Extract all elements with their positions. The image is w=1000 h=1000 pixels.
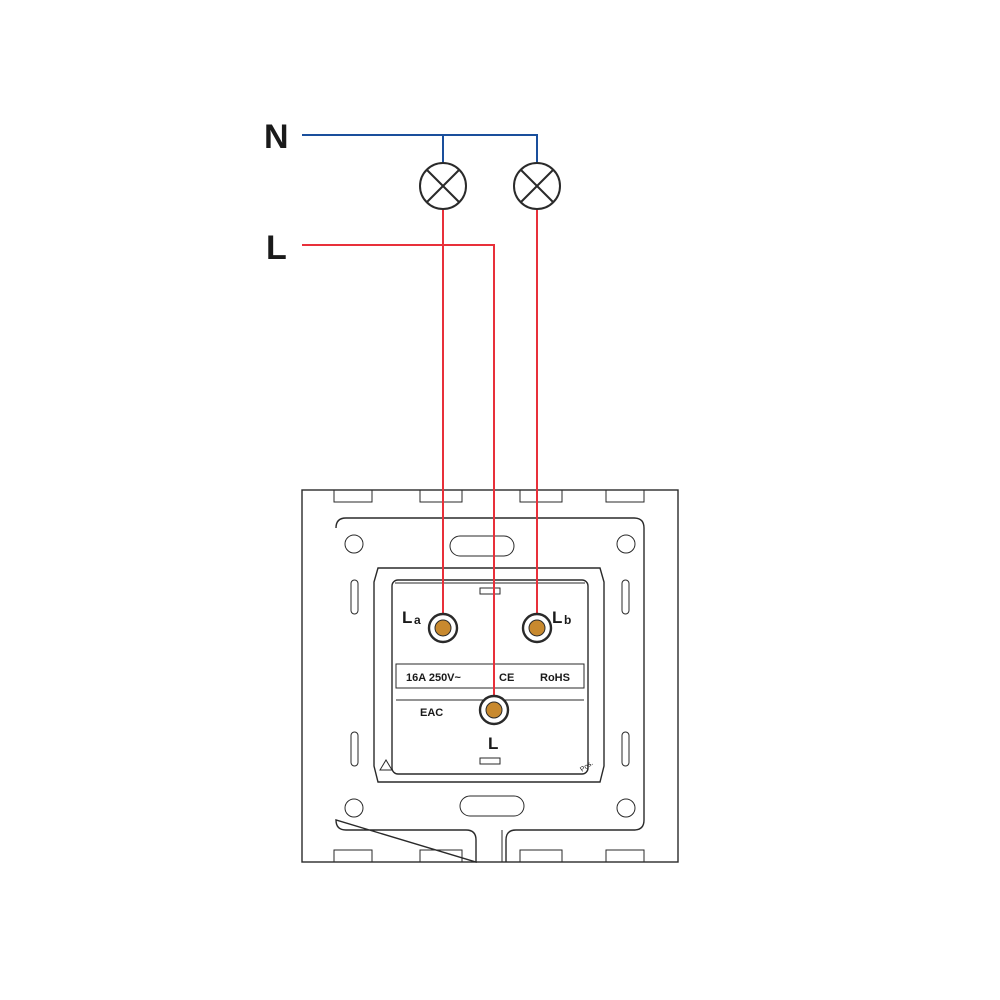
- neutral-label: N: [264, 118, 289, 156]
- mechanism-frame: [373, 567, 605, 783]
- live-wires: [302, 209, 538, 710]
- terminal-common-label: L: [488, 734, 498, 753]
- rohs-mark: RoHS: [540, 672, 570, 684]
- terminal-a: [427, 612, 459, 644]
- plate-side-slots: [350, 579, 630, 767]
- mechanism-body: [391, 579, 589, 775]
- switch-plate: [301, 489, 679, 863]
- terminal-b: [521, 612, 553, 644]
- plate-top-slot: [449, 535, 515, 557]
- lamp-a: [419, 162, 467, 210]
- terminal-a-label: L: [402, 608, 412, 627]
- terminal-b-label: L: [552, 608, 562, 627]
- terminal-a-sublabel: a: [414, 613, 421, 627]
- plate-bottom-notches: [333, 849, 645, 863]
- neutral-wires: [302, 134, 538, 163]
- ce-mark: CE: [499, 672, 514, 684]
- eac-mark: EAC: [420, 707, 443, 719]
- rating-text: 16A 250V~: [406, 672, 462, 684]
- rating-strip: [395, 663, 585, 689]
- plate-top-notches: [333, 489, 645, 503]
- neutral-wire-main: [302, 134, 538, 163]
- plate-outer-frame: [301, 489, 679, 863]
- plate-inner-frame: [335, 517, 645, 863]
- plate-screw-holes: [344, 534, 636, 818]
- terminal-b-sublabel: b: [564, 613, 571, 627]
- corner-triangle-mark: [379, 759, 393, 771]
- plate-bottom-slot: [459, 795, 525, 817]
- live-label: L: [266, 229, 287, 267]
- live-feed-wire: [302, 244, 495, 710]
- lamp-b: [513, 162, 561, 210]
- terminal-common: [478, 694, 510, 726]
